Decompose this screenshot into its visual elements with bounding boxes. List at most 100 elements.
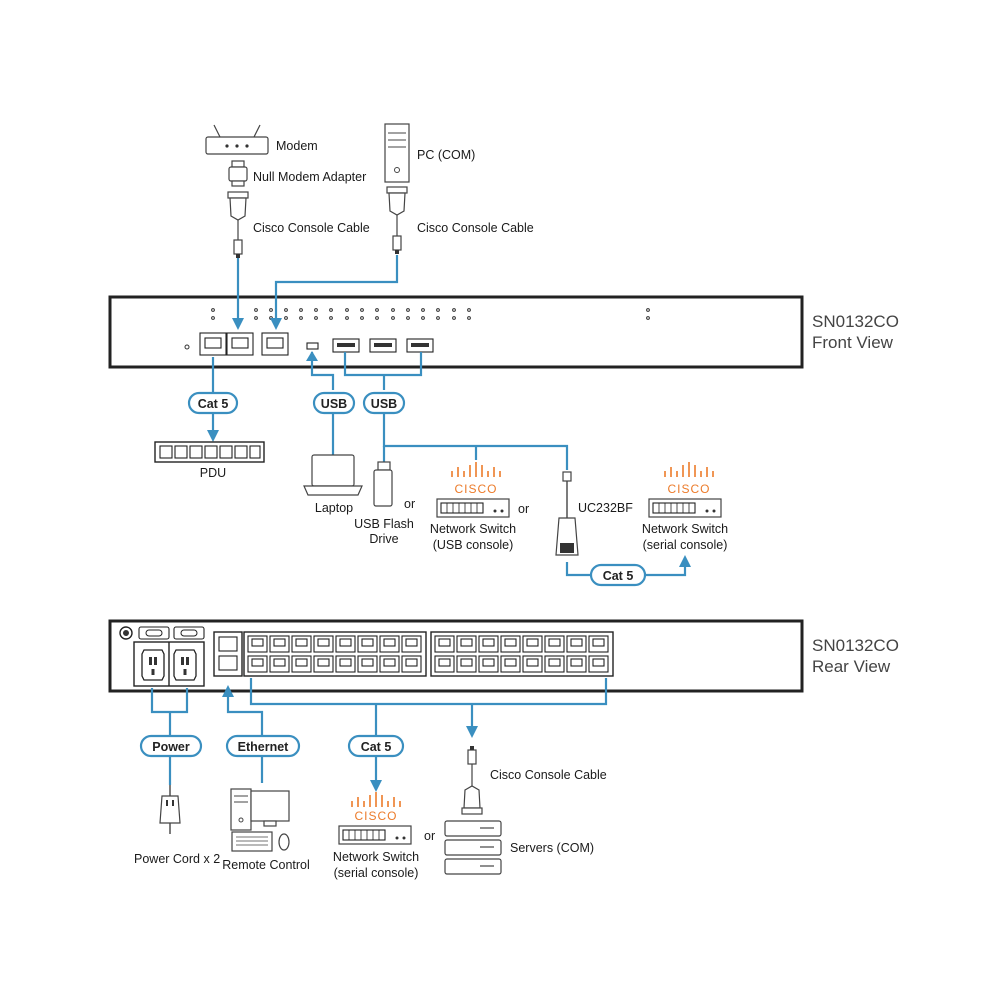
usb-serial-adapter-icon [555,471,579,556]
switch-serial-front-label-2: (serial console) [643,538,728,552]
rear-model-label: SN0132CO [812,636,899,655]
pc-com-label: PC (COM) [417,148,475,162]
rear-rj45-port-jack [405,658,418,667]
rj45-plug-icon [233,239,243,258]
switch-serial-rear-label-2: (serial console) [334,866,419,880]
rear-rj45-port-jack [295,638,308,647]
server-stack-icon [444,820,502,875]
svg-text:USB: USB [321,397,347,411]
svg-text:Ethernet: Ethernet [238,740,290,754]
laptop-icon [303,454,363,496]
rear-rj45-port-jack [504,638,517,647]
front-model-label: SN0132CO [812,312,899,331]
switch-serial-front-label-1: Network Switch [642,522,728,536]
cisco-console-cable-left-label: Cisco Console Cable [253,221,370,235]
pdu-label: PDU [200,466,226,480]
modem-label: Modem [276,139,318,153]
rear-rj45-port-jack [482,638,495,647]
power-cord-label: Power Cord x 2 [134,852,220,866]
rear-rj45-port-jack [482,658,495,667]
switch-usb-label-2: (USB console) [433,538,514,552]
rj45-plug-icon [467,746,477,786]
computer-icon [230,788,290,852]
rear-rj45-port-jack [339,658,352,667]
usb-laptop-pill: USB [312,391,356,415]
or-2: or [518,502,529,516]
network-switch-icon [436,498,510,518]
pc-tower-icon [384,123,410,183]
switch-serial-rear-label-1: Network Switch [333,850,419,864]
rear-rj45-port-jack [438,658,451,667]
power-cord-icon [159,785,181,834]
rear-rj45-port-jack [405,638,418,647]
power-pill: Power [139,734,203,758]
rear-rj45-port-jack [317,658,330,667]
cisco-logo-icon [351,792,401,807]
usb-devices-pill: USB [362,391,406,415]
front-connection-lines [207,255,691,577]
rear-rj45-port-jack [460,658,473,667]
usb-flash-drive-icon [373,461,393,507]
cat5-pdu-pill: Cat 5 [187,391,239,415]
rear-rj45-port-jack [570,638,583,647]
rear-rj45-port-jack [361,658,374,667]
rear-rj45-port-jack [438,638,451,647]
usb-flash-label-1: USB Flash [354,517,414,531]
null-modem-adapter-icon [228,160,248,187]
rear-rj45-port-jack [251,638,264,647]
switch-usb-label-1: Network Switch [430,522,516,536]
rear-rj45-port-jack [526,638,539,647]
rear-panel [108,619,804,693]
laptop-label: Laptop [315,501,353,515]
db9-connector-icon [461,785,483,815]
rear-rj45-port-jack [592,658,605,667]
cat5-uc232bf-pill: Cat 5 [589,563,647,587]
uc232bf-label: UC232BF [578,501,633,515]
svg-text:Cat 5: Cat 5 [198,397,229,411]
cisco-logo-icon [664,462,714,477]
front-panel [108,295,804,369]
rear-rj45-port-jack [504,658,517,667]
network-switch-icon [338,825,412,845]
svg-text:Cat 5: Cat 5 [361,740,392,754]
cisco-text: CISCO [454,482,497,496]
or-1: or [404,497,415,511]
front-usb-ports [332,338,434,353]
front-led-indicators [184,308,650,350]
ethernet-pill: Ethernet [225,734,301,758]
svg-text:USB: USB [371,397,397,411]
rear-rj45-port-jack [383,658,396,667]
db9-connector-icon [386,186,408,236]
cisco-console-cable-right-label: Cisco Console Cable [417,221,534,235]
rear-rj45-port-jack [460,638,473,647]
rear-rj45-port-jack [383,638,396,647]
mini-usb-port [306,342,319,350]
rj45-plug-icon [392,235,402,254]
rear-rj45-port-jack [570,658,583,667]
cisco-text: CISCO [667,482,710,496]
front-rj45-ports [199,332,289,356]
svg-text:Cat 5: Cat 5 [603,569,634,583]
cat5-rear-pill: Cat 5 [347,734,405,758]
rear-rj45-port-jack [295,658,308,667]
rear-rj45-port-jack [592,638,605,647]
servers-com-label: Servers (COM) [510,841,594,855]
rear-rj45-port-jack [548,638,561,647]
rear-connection-lines [150,678,608,792]
svg-text:Power: Power [152,740,190,754]
pdu-icon [154,441,265,463]
rear-rj45-port-jack [361,638,374,647]
rear-rj45-port-jack [273,638,286,647]
or-3: or [424,829,435,843]
rear-rj45-port-jack [526,658,539,667]
modem-icon [205,124,269,155]
remote-control-label: Remote Control [222,858,310,872]
front-view-label: Front View [812,333,894,352]
rear-rj45-port-jack [339,638,352,647]
cisco-logo-icon [451,462,501,477]
null-modem-adapter-label: Null Modem Adapter [253,170,366,184]
cisco-console-cable-rear-label: Cisco Console Cable [490,768,607,782]
rear-rj45-port-jack [251,658,264,667]
rear-rj45-port-jack [273,658,286,667]
